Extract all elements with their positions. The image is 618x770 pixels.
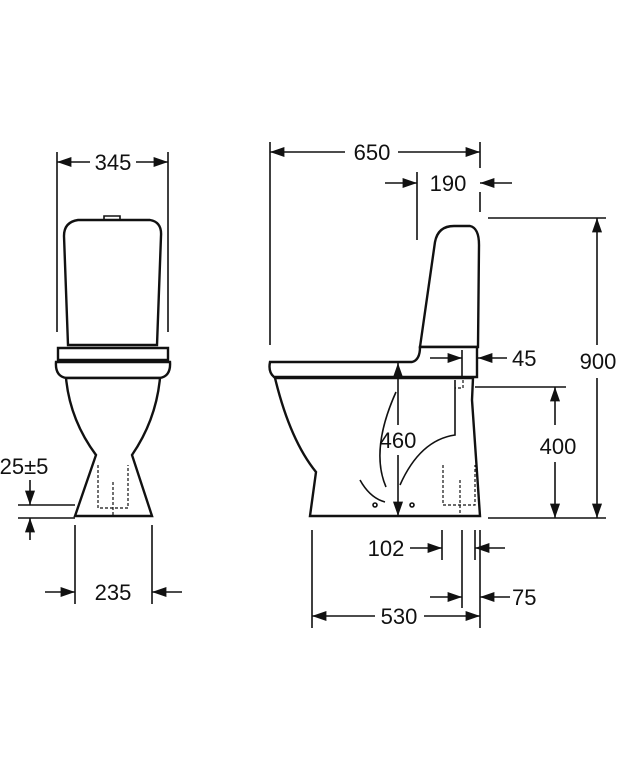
label-seat-height: 460 [380, 428, 417, 453]
front-view [54, 215, 172, 518]
label-tank-depth: 190 [430, 171, 467, 196]
label-outlet-height: 400 [540, 434, 577, 459]
label-floor-offset: 25±5 [0, 454, 48, 479]
front-tank [62, 218, 163, 347]
label-front-base-width: 235 [95, 580, 132, 605]
dimension-lines [18, 142, 606, 628]
label-outlet-offset-bottom: 75 [512, 585, 536, 610]
label-outlet-width: 102 [368, 536, 405, 561]
front-seat [56, 346, 170, 362]
label-front-width: 345 [95, 150, 132, 175]
side-seat [268, 345, 479, 379]
front-rim [54, 360, 172, 380]
side-bowl [273, 376, 482, 518]
label-outlet-offset-top: 45 [512, 346, 536, 371]
side-tank [418, 224, 481, 349]
front-bowl [64, 376, 162, 518]
label-total-height: 900 [580, 349, 617, 374]
label-base-depth: 530 [381, 604, 418, 629]
label-side-depth: 650 [354, 140, 391, 165]
dimension-labels: 345 650 190 900 45 460 400 25±5 235 102 … [0, 140, 616, 629]
side-view [268, 224, 482, 518]
